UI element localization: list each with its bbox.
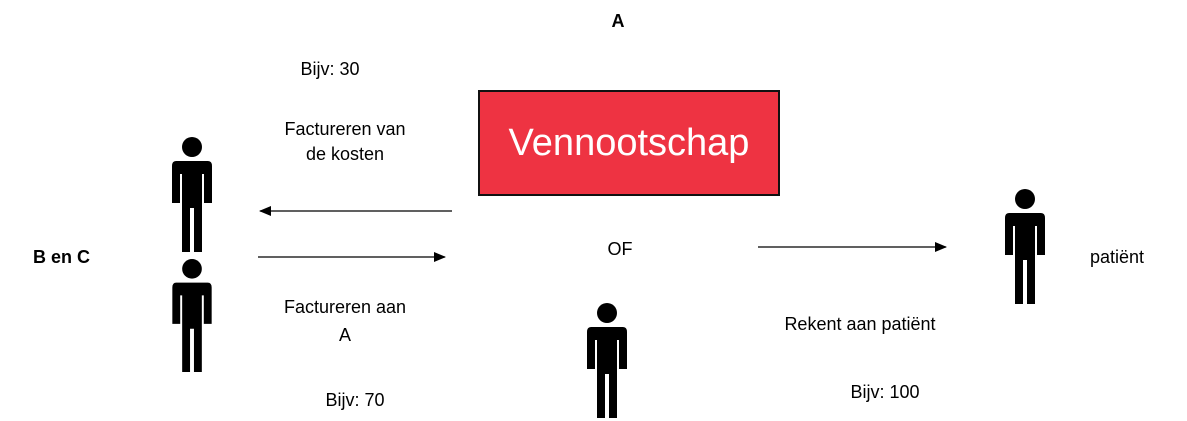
example-70-label: Bijv: 70: [325, 390, 385, 410]
company-box: Vennootschap: [478, 90, 780, 196]
or-label: OF: [607, 239, 633, 259]
company-label: Vennootschap: [508, 121, 750, 164]
example-30-label: Bijv: 30: [300, 59, 360, 79]
billing-costs-line1: Factureren van: [284, 119, 406, 139]
person-icon: [172, 137, 212, 252]
label-b-en-c: B en C: [33, 247, 91, 267]
billing-to-a-line2: A: [338, 325, 351, 345]
billing-to-a-line1: Factureren aan: [283, 297, 407, 317]
example-100-label: Bijv: 100: [850, 382, 920, 402]
charges-patient-label: Rekent aan patiënt: [784, 314, 936, 334]
billing-costs-line2: de kosten: [305, 144, 385, 164]
patient-label: patiënt: [1090, 247, 1145, 267]
person-icon: [172, 258, 212, 373]
person-icon: [1005, 189, 1045, 304]
label-a: A: [611, 11, 625, 31]
person-icon: [587, 303, 627, 418]
